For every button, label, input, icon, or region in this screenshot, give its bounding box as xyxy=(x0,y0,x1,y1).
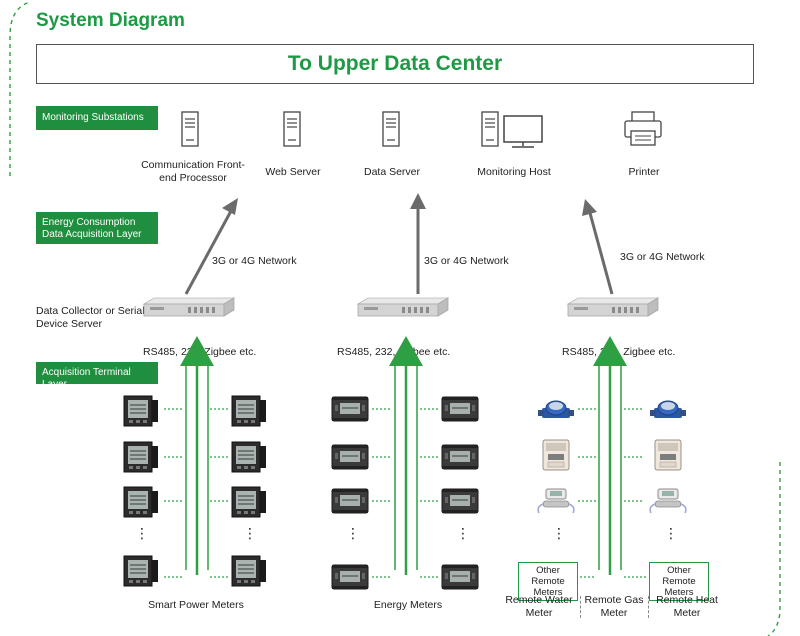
remote-label-divider xyxy=(580,596,582,618)
ellipsis: ⋮ xyxy=(552,525,566,541)
upper-data-center-label: To Upper Data Center xyxy=(287,52,503,75)
network-arrow-1 xyxy=(184,198,238,295)
energy-meter-icon xyxy=(441,396,479,422)
energy-meter-icon xyxy=(331,564,369,590)
other-remote-meters-box: Other Remote Meters xyxy=(649,562,709,601)
ellipsis: ⋮ xyxy=(456,525,470,541)
bus-label-2: RS485, 232, Zigbee etc. xyxy=(337,346,451,358)
group-label-energy-meters: Energy Meters xyxy=(373,599,443,611)
station-label-front-end: Communication Front-end Processor xyxy=(141,159,245,184)
network-label-1: 3G or 4G Network xyxy=(212,255,297,267)
bus-arrow-2 xyxy=(389,336,423,575)
energy-meter-icon xyxy=(441,564,479,590)
gas-meter-icon xyxy=(542,439,570,471)
printer-icon xyxy=(624,111,662,146)
energy-meter-icon xyxy=(331,444,369,470)
energy-meter-icon xyxy=(331,396,369,422)
smart-power-meter-icon xyxy=(123,555,159,587)
ellipsis: ⋮ xyxy=(135,525,149,541)
dashed-border-right xyxy=(767,462,781,636)
smart-power-meter-icon xyxy=(231,486,267,518)
ellipsis: ⋮ xyxy=(346,525,360,541)
ellipsis: ⋮ xyxy=(243,525,257,541)
energy-meter-icon xyxy=(441,488,479,514)
station-label-printer: Printer xyxy=(628,166,660,178)
remote-label-divider xyxy=(648,596,650,618)
collector-label: Data Collector or Serial Device Server xyxy=(36,305,145,330)
remote-label-heat: Remote Heat Meter xyxy=(656,594,718,619)
station-label-monitoring-host: Monitoring Host xyxy=(477,166,551,178)
smart-power-meter-icon xyxy=(231,555,267,587)
heat-meter-icon xyxy=(537,488,575,514)
network-arrow-3 xyxy=(582,199,614,295)
layer-acquisition-terminal: Acquisition Terminal Layer xyxy=(36,362,158,390)
connectors-group-2 xyxy=(372,408,440,578)
remote-label-gas: Remote Gas Meter xyxy=(584,594,644,619)
connectors-group-3 xyxy=(568,408,646,578)
server-tower-icon xyxy=(283,111,301,147)
bus-arrow-1 xyxy=(180,336,214,575)
network-label-2: 3G or 4G Network xyxy=(424,255,509,267)
gas-meter-icon xyxy=(654,439,682,471)
station-label-data-server: Data Server xyxy=(363,166,421,178)
network-arrow-2 xyxy=(410,193,426,294)
data-collector-device xyxy=(567,297,659,317)
smart-power-meter-icon xyxy=(123,441,159,473)
other-remote-meters-box: Other Remote Meters xyxy=(518,562,578,601)
smart-power-meter-icon xyxy=(231,395,267,427)
energy-meter-icon xyxy=(331,488,369,514)
upper-data-center-box: To Upper Data Center xyxy=(36,44,754,84)
dashed-border-left xyxy=(9,1,31,176)
network-label-3: 3G or 4G Network xyxy=(620,251,705,263)
smart-power-meter-icon xyxy=(123,486,159,518)
smart-power-meter-icon xyxy=(123,395,159,427)
group-label-smart-power-meters: Smart Power Meters xyxy=(148,599,244,611)
server-tower-icon xyxy=(181,111,199,147)
data-collector-device xyxy=(357,297,449,317)
connectors-group-1 xyxy=(164,408,230,578)
layer-energy-acquisition: Energy Consumption Data Acquisition Laye… xyxy=(36,212,158,244)
diagram-title: System Diagram xyxy=(36,10,185,31)
bus-arrow-3 xyxy=(593,336,627,575)
ellipsis: ⋮ xyxy=(664,525,678,541)
water-meter-icon xyxy=(649,400,687,419)
computer-monitor-icon xyxy=(481,111,543,148)
energy-meter-icon xyxy=(441,444,479,470)
station-label-web-server: Web Server xyxy=(265,166,321,178)
remote-label-water: Remote Water Meter xyxy=(505,594,573,619)
water-meter-icon xyxy=(537,400,575,419)
layer-monitoring-substations: Monitoring Substations xyxy=(36,106,158,130)
smart-power-meter-icon xyxy=(231,441,267,473)
data-collector-device xyxy=(143,297,235,317)
server-tower-icon xyxy=(382,111,400,147)
heat-meter-icon xyxy=(649,488,687,514)
